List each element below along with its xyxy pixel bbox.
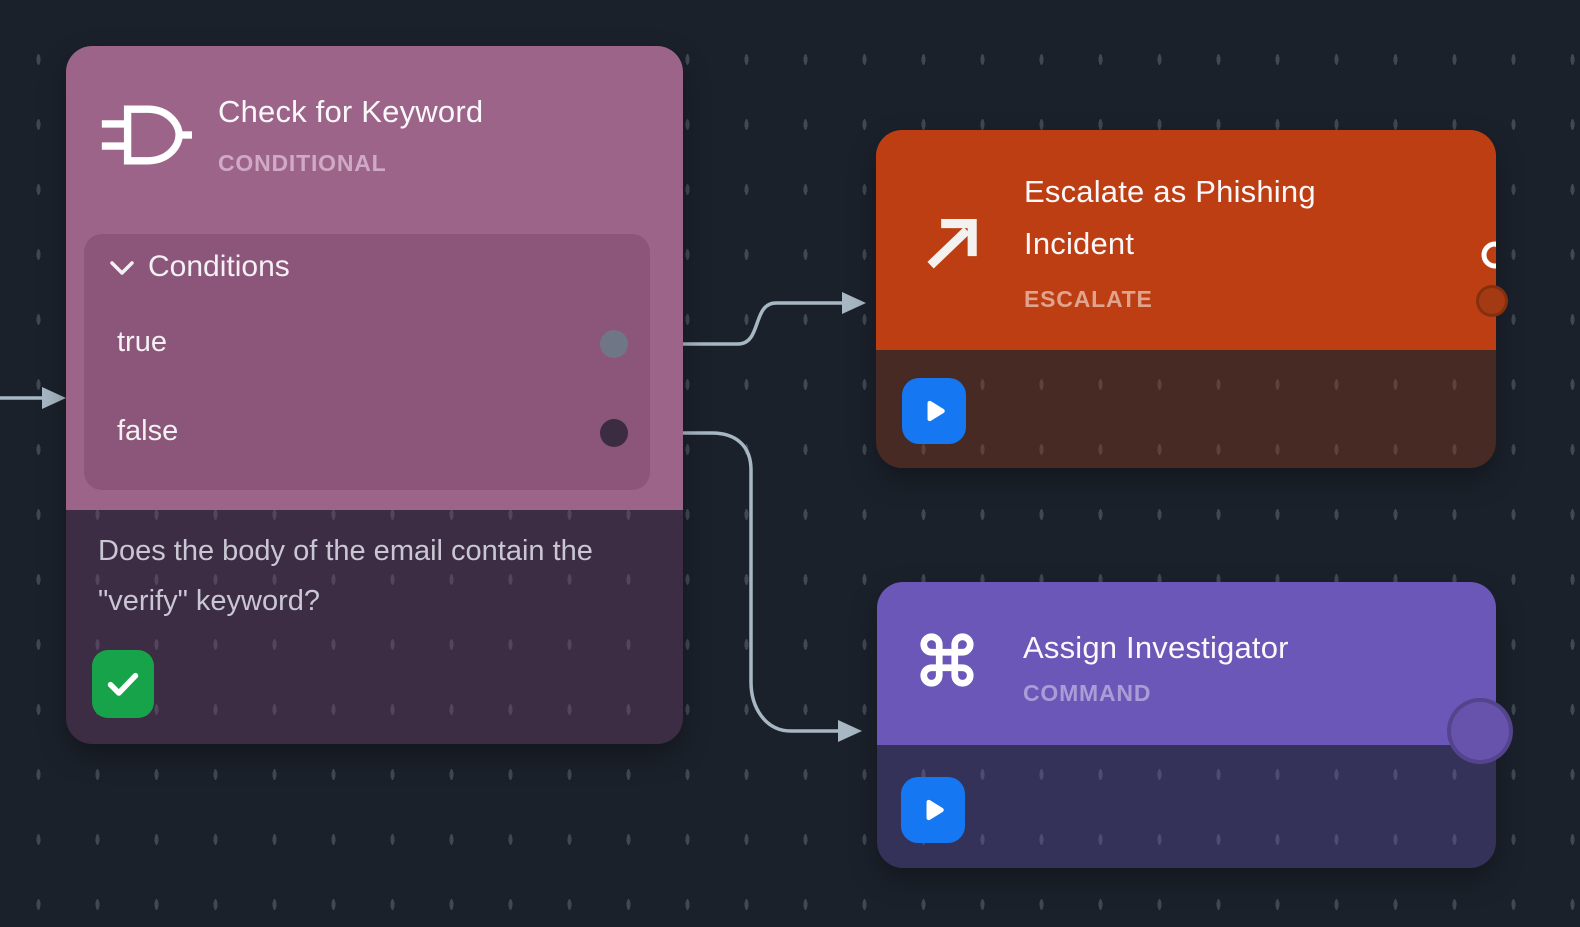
node-title: Check for Keyword: [218, 94, 484, 129]
play-icon: [926, 799, 944, 821]
play-icon: [927, 400, 945, 422]
command-node-body: [877, 745, 1496, 868]
run-node-button[interactable]: [902, 378, 966, 444]
output-label-true: true: [117, 326, 167, 358]
clipped-status-icon: [1474, 228, 1496, 274]
arrowhead-icon: [42, 387, 66, 409]
output-port-true[interactable]: [600, 330, 628, 358]
conditional-node-header: Check for Keyword CONDITIONAL Conditions…: [66, 46, 683, 510]
node-description: Does the body of the email contain the "…: [98, 535, 593, 617]
status-success-badge[interactable]: [92, 650, 154, 718]
edge-false-to-command: [628, 431, 838, 733]
run-node-button[interactable]: [901, 777, 965, 843]
escalate-node-header: Escalate as Phishing Incident ESCALATE: [876, 130, 1496, 350]
output-label-false: false: [117, 415, 179, 447]
node-escalate-as-phishing-incident[interactable]: Escalate as Phishing Incident ESCALATE: [876, 130, 1508, 468]
node-title: Assign Investigator: [1023, 630, 1289, 665]
node-check-for-keyword[interactable]: Check for Keyword CONDITIONAL Conditions…: [66, 46, 683, 744]
arrowhead-icon: [842, 292, 866, 314]
chevron-down-icon[interactable]: [106, 256, 138, 280]
command-icon: [915, 624, 979, 696]
edge-true-to-escalate: [628, 301, 842, 346]
conditional-node-body: Does the body of the email contain the "…: [66, 510, 683, 744]
conditions-panel-title[interactable]: Conditions: [148, 250, 290, 283]
output-port-false[interactable]: [600, 419, 628, 447]
command-output-port[interactable]: [1447, 698, 1513, 764]
node-type-label: ESCALATE: [1024, 286, 1153, 312]
check-icon: [107, 672, 139, 696]
arrow-up-right-icon: [922, 214, 980, 274]
escalate-node-body: [876, 350, 1496, 468]
escalate-output-port[interactable]: [1476, 285, 1508, 317]
logic-gate-icon: [100, 96, 192, 174]
conditions-panel: Conditions true false: [84, 234, 650, 490]
arrowhead-icon: [838, 720, 862, 742]
node-assign-investigator[interactable]: Assign Investigator COMMAND: [877, 582, 1513, 868]
node-type-label: CONDITIONAL: [218, 150, 387, 176]
node-title: Escalate as Phishing Incident: [1024, 174, 1316, 261]
command-node-header: Assign Investigator COMMAND: [877, 582, 1496, 745]
node-type-label: COMMAND: [1023, 680, 1152, 706]
